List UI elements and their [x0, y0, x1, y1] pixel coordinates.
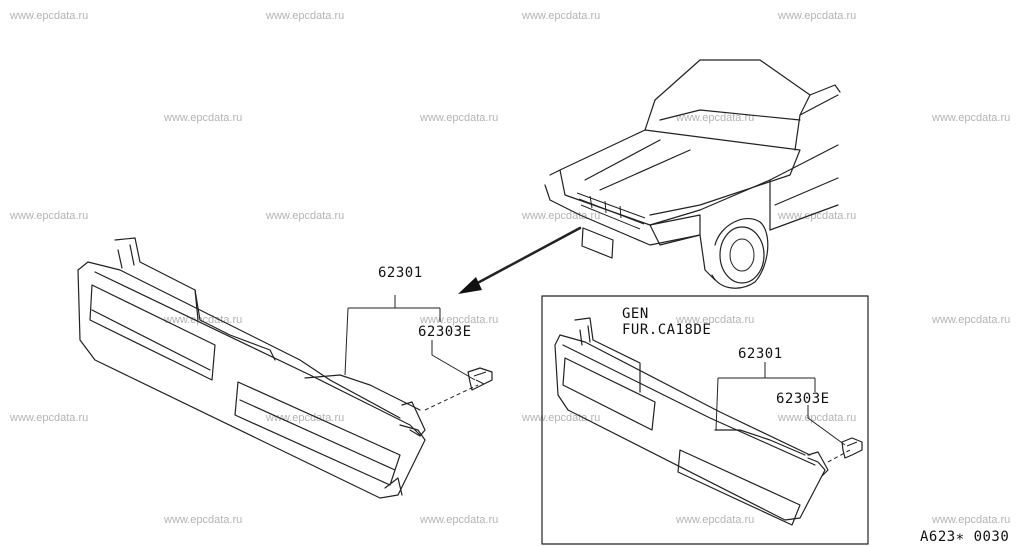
clip-main	[467, 367, 493, 391]
inset-part-number-label: 62301	[738, 346, 783, 362]
watermark-text: www.epcdata.ru	[522, 10, 601, 22]
grille-inset	[554, 317, 829, 526]
watermark-text: www.epcdata.ru	[676, 314, 755, 326]
watermark-text: www.epcdata.ru	[676, 112, 755, 124]
inset-clip-number-label: 62303E	[776, 391, 830, 407]
watermark-text: www.epcdata.ru	[420, 112, 499, 124]
car-sketch	[544, 59, 841, 289]
watermark-text: www.epcdata.ru	[10, 412, 89, 424]
part-number-label: 62301	[378, 265, 423, 281]
inset-leaders	[715, 362, 851, 463]
clip-inset	[841, 437, 863, 459]
watermark-text: www.epcdata.ru	[676, 514, 755, 526]
inset-note-line2: FUR.CA18DE	[622, 322, 712, 338]
watermark-text: www.epcdata.ru	[778, 10, 857, 22]
watermark-text: www.epcdata.ru	[932, 112, 1011, 124]
watermark-text: www.epcdata.ru	[10, 10, 89, 22]
watermark-text: www.epcdata.ru	[778, 412, 857, 424]
watermark-text: www.epcdata.ru	[522, 210, 601, 222]
inset-frame	[541, 295, 869, 545]
watermark-text: www.epcdata.ru	[778, 210, 857, 222]
watermark-text: www.epcdata.ru	[10, 210, 89, 222]
watermark-text: www.epcdata.ru	[266, 10, 345, 22]
main-leaders	[344, 295, 479, 411]
inset-note-line1: GEN	[622, 306, 649, 322]
drawing-code: A623∗ 0030	[920, 529, 1010, 545]
watermark-text: www.epcdata.ru	[164, 112, 243, 124]
watermark-text: www.epcdata.ru	[266, 210, 345, 222]
watermark-text: www.epcdata.ru	[164, 314, 243, 326]
watermark-text: www.epcdata.ru	[164, 514, 243, 526]
location-arrow	[458, 226, 582, 294]
clip-number-label: 62303E	[418, 324, 472, 340]
watermark-text: www.epcdata.ru	[932, 314, 1011, 326]
watermark-text: www.epcdata.ru	[420, 514, 499, 526]
watermark-text: www.epcdata.ru	[932, 514, 1011, 526]
grille-main	[77, 237, 426, 499]
